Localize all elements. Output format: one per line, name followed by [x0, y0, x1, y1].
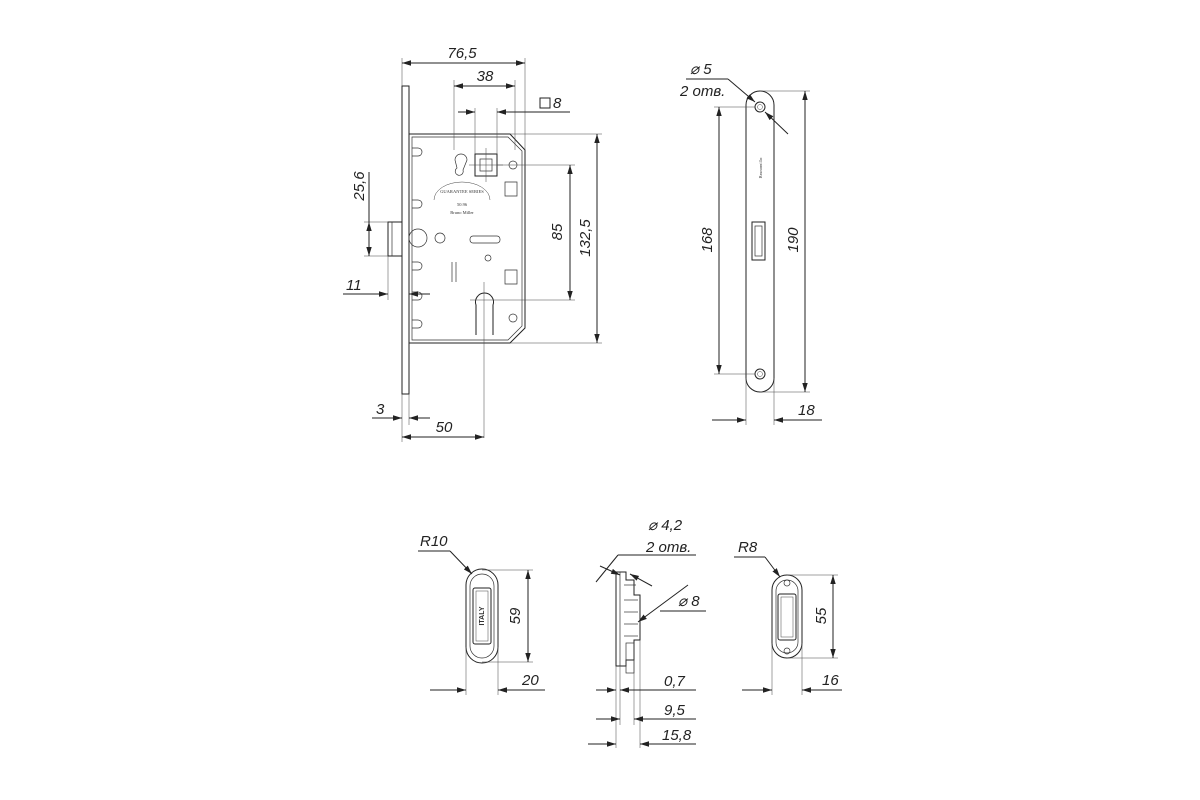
faceplate-outline [745, 90, 775, 393]
plate-text-2: 50.96 [457, 202, 468, 207]
faceplate-hole-dia: ⌀ 5 [690, 61, 712, 78]
square-symbol [539, 97, 551, 109]
strike-back-view: R8 55 16 [734, 539, 842, 695]
strike-opening [472, 587, 492, 645]
strike-back-radius: R8 [738, 539, 758, 556]
faceplate-brand: Brunomillo [758, 157, 763, 179]
strike-side-outline [615, 571, 641, 667]
dim-cam-offset: 38 [477, 68, 494, 85]
plate-text-3: Bruno Miller [450, 210, 474, 215]
plate-text-1: GUARANTEE SERIES [440, 189, 484, 194]
dim-strike-side-2: 9,5 [664, 702, 686, 719]
strike-hole-dia: ⌀ 4,2 [648, 517, 683, 534]
strike-marking: ITALY [479, 606, 486, 625]
strike-front-view: ITALY R10 59 20 [418, 533, 545, 695]
dim-strike-side-1: 0,7 [664, 673, 686, 690]
lock-faceplate [401, 85, 410, 395]
lock-body-view: GUARANTEE SERIES 50.96 Bruno Miller 76,5… [343, 45, 602, 442]
dim-faceplate-width: 18 [798, 402, 815, 419]
dim-width: 76,5 [447, 45, 477, 62]
dim-body-height: 132,5 [577, 219, 594, 257]
cylinder-cutout [475, 292, 494, 335]
latch-bolt [387, 221, 403, 257]
dim-latch-projection: 11 [346, 277, 362, 294]
dim-backset: 50 [436, 419, 453, 436]
dim-strike-back-width: 16 [822, 672, 839, 689]
dim-faceplate-thickness: 3 [376, 401, 385, 418]
dim-hole-spacing: 168 [699, 227, 716, 253]
faceplate-holes-count: 2 отв. [679, 83, 725, 100]
latch-opening [751, 221, 766, 261]
dim-strike-front-height: 59 [507, 607, 524, 624]
strike-pin-dia: ⌀ 8 [678, 593, 700, 610]
dim-strike-side-3: 15,8 [662, 727, 692, 744]
faceplate-view: Brunomillo ⌀ 5 2 отв. 168 190 18 [679, 61, 822, 425]
strike-back-opening [777, 593, 797, 641]
dim-center-distance: 85 [549, 223, 566, 240]
dim-faceplate-height: 190 [785, 227, 802, 253]
dim-square: 8 [553, 95, 562, 112]
strike-holes-count: 2 отв. [645, 539, 691, 556]
dim-strike-front-width: 20 [521, 672, 539, 689]
dim-latch-height: 25,6 [351, 171, 368, 202]
strike-front-radius: R10 [420, 533, 448, 550]
strike-side-view: ⌀ 4,2 2 отв. ⌀ 8 0,7 9,5 15,8 [588, 517, 706, 748]
lock-body-outline [408, 133, 526, 344]
dim-strike-back-height: 55 [813, 607, 830, 624]
